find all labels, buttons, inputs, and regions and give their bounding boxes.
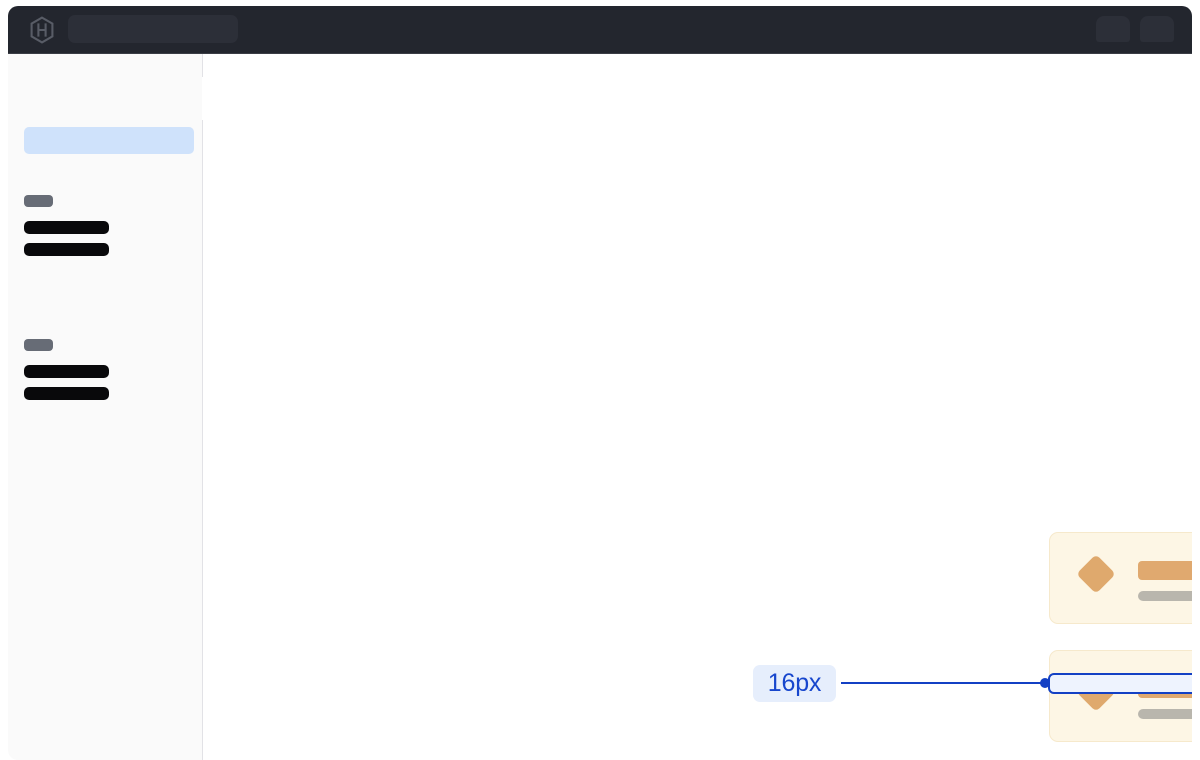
sidebar-group-2 <box>24 339 109 400</box>
diamond-icon <box>1076 554 1116 594</box>
card-subtitle <box>1138 709 1192 719</box>
card-title <box>1138 561 1192 580</box>
sidebar-item-group1-row2[interactable] <box>24 243 109 256</box>
search-input[interactable] <box>68 15 238 43</box>
main-canvas: 16px <box>203 54 1192 760</box>
content-card[interactable] <box>1049 532 1192 624</box>
hexagon-h-logo-icon[interactable] <box>28 16 56 44</box>
topbar-action-button-1[interactable] <box>1096 16 1130 42</box>
sidebar-item-group2-row1[interactable] <box>24 365 109 378</box>
measure-endpoint-dot <box>1040 678 1050 688</box>
app-window: 16px <box>8 6 1192 760</box>
sidebar <box>8 54 203 760</box>
sidebar-group-1 <box>24 195 109 256</box>
sidebar-item-active[interactable] <box>24 127 194 154</box>
topbar-action-button-2[interactable] <box>1140 16 1174 42</box>
measurement-value-label: 16px <box>753 665 836 702</box>
measure-leader-line <box>841 682 1046 684</box>
top-bar <box>8 6 1192 54</box>
gap-highlight-box <box>1048 673 1192 694</box>
card-subtitle <box>1138 591 1192 601</box>
cards-stack <box>1049 532 1192 742</box>
content-card[interactable] <box>1049 650 1192 742</box>
sidebar-item-group1-row1[interactable] <box>24 221 109 234</box>
sidebar-item-group2-row2[interactable] <box>24 387 109 400</box>
sidebar-group-1-label <box>24 195 53 207</box>
sidebar-group-2-label <box>24 339 53 351</box>
